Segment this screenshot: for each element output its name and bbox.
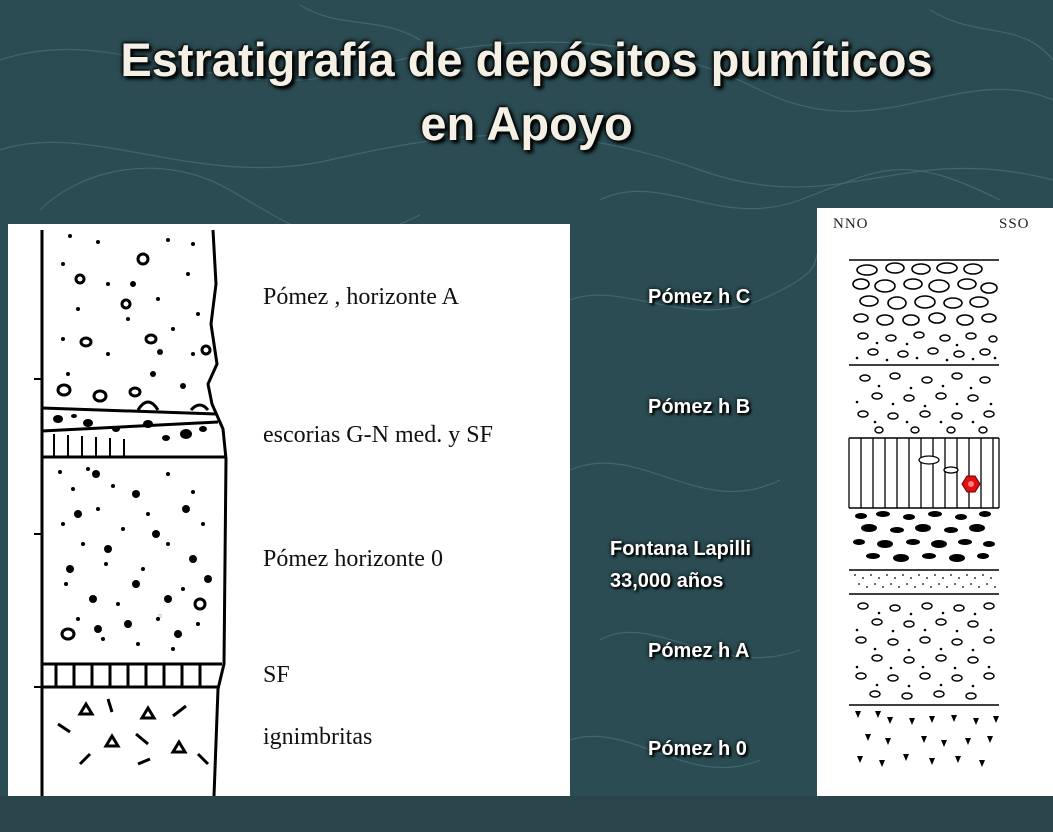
- label-pomez-h-a: Pómez h A: [648, 640, 750, 662]
- label-fontana-age: 33,000 años: [610, 570, 724, 592]
- label-fontana-lapilli: Fontana Lapilli: [610, 538, 752, 560]
- left-stratigraphic-panel: Pómez , horizonte A escorias G-N med. y …: [8, 224, 570, 796]
- bottom-band: [0, 796, 1053, 832]
- right-column-diagram: [848, 259, 1000, 767]
- slide-title: Estratigrafía de depósitos pumíticos en …: [0, 28, 1053, 156]
- left-column-diagram: [34, 229, 228, 796]
- label-sf: SF: [263, 662, 290, 688]
- red-location-marker: [961, 475, 981, 493]
- label-escorias: escorias G-N med. y SF: [263, 422, 493, 448]
- right-stratigraphic-panel: NNO SSO: [817, 208, 1053, 796]
- label-pomez-horizonte-a: Pómez , horizonte A: [263, 284, 459, 310]
- label-pomez-h-c: Pómez h C: [648, 286, 751, 308]
- title-line-1: Estratigrafía de depósitos pumíticos: [120, 33, 933, 86]
- direction-sso: SSO: [999, 216, 1030, 232]
- label-pomez-h-b: Pómez h B: [648, 396, 751, 418]
- title-line-2: en Apoyo: [420, 97, 633, 150]
- label-pomez-horizonte-0: Pómez horizonte 0: [263, 546, 443, 572]
- label-pomez-h-0: Pómez h 0: [648, 738, 747, 760]
- label-ignimbritas: ignimbritas: [263, 724, 373, 750]
- direction-nno: NNO: [833, 216, 869, 232]
